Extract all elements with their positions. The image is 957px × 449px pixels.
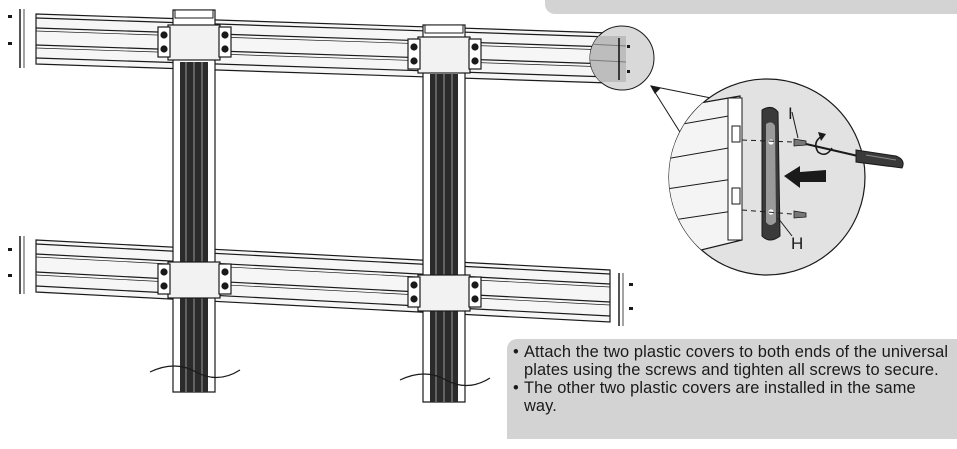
instruction-item-1: • Attach the two plastic covers to both … <box>513 343 949 379</box>
left-bottom-bracket <box>157 261 232 299</box>
top-rail-left-screws <box>8 15 12 45</box>
screwdriver-icon <box>805 143 904 169</box>
screw-label-h: H <box>791 234 804 253</box>
bottom-rail-right-screws <box>629 283 633 310</box>
previous-step-note-box <box>545 0 957 14</box>
bottom-rail-left-screws <box>8 248 12 277</box>
right-vertical-post <box>399 24 491 403</box>
bullet-symbol: • <box>513 379 519 397</box>
bullet-symbol: • <box>513 343 519 361</box>
top-rail <box>35 13 641 85</box>
zoomed-detail-circle <box>668 78 904 276</box>
instruction-text-1: Attach the two plastic covers to both en… <box>524 343 949 379</box>
instruction-item-2: • The other two plastic covers are insta… <box>513 379 949 415</box>
bottom-rail-left-end-cover <box>19 236 25 294</box>
instruction-text-2: The other two plastic covers are install… <box>524 379 916 415</box>
top-rail-left-end-cover <box>19 9 25 68</box>
right-top-bracket <box>407 36 482 74</box>
right-bottom-bracket <box>407 274 482 312</box>
screw-label-i: I <box>788 104 793 123</box>
instruction-note-box: • Attach the two plastic covers to both … <box>507 339 957 439</box>
rail-end-detail-circle <box>589 25 655 91</box>
bottom-rail <box>35 239 611 323</box>
bottom-rail-right-end-cover <box>618 273 624 326</box>
left-top-bracket <box>157 24 232 61</box>
